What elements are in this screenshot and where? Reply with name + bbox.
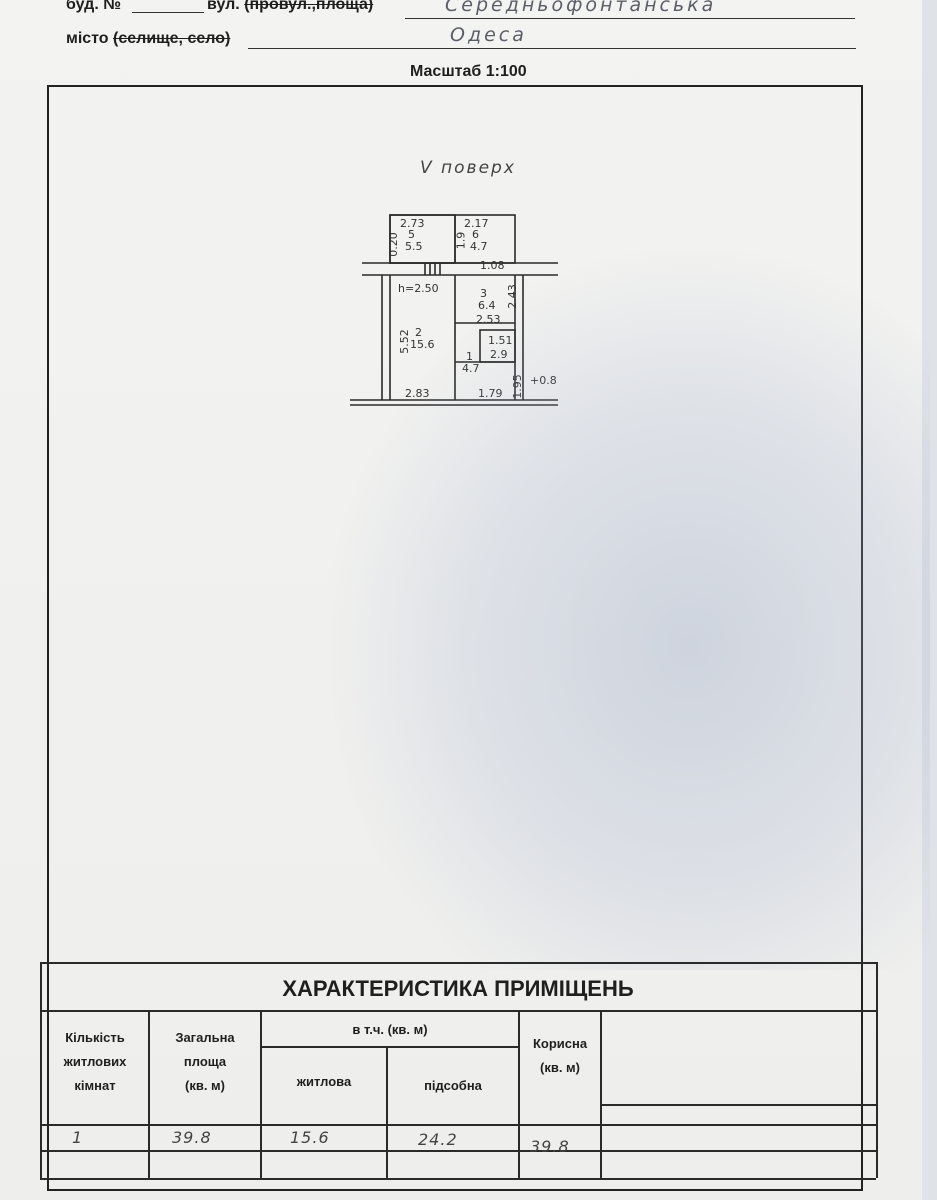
room-6-number: 6 [472, 228, 479, 241]
room-3-area: 6.4 [478, 299, 496, 312]
dim-d3: 2.83 [405, 387, 430, 400]
header-rooms-line3: кімнат [74, 1078, 116, 1093]
room-2-area: 15.6 [410, 338, 435, 351]
room-2-number: 2 [415, 326, 422, 339]
value-total: 39.8 [172, 1128, 212, 1147]
table-line-sub [260, 1046, 518, 1048]
header-including: в т.ч. (кв. м) [352, 1022, 428, 1037]
room-5-number: 5 [408, 228, 415, 241]
header-useful-line1: Корисна [532, 1036, 588, 1051]
table-line-top [40, 962, 876, 964]
floor-plan [350, 214, 558, 406]
street-underline [405, 18, 855, 19]
table-vline-0 [40, 962, 42, 1178]
dim-d6: 1.9 [454, 231, 468, 250]
value-living: 15.6 [290, 1128, 330, 1147]
city-value: Одеса [450, 24, 527, 46]
header-total: Загальна площа (кв. м) [150, 1026, 260, 1098]
header-rooms: Кількість житлових кімнат [42, 1026, 148, 1098]
street-label-prefix: вул. [207, 0, 240, 13]
room-4-area: 2.9 [490, 348, 508, 361]
value-useful: 39.8 [530, 1137, 570, 1156]
value-auxiliary: 24.2 [418, 1130, 458, 1149]
header-rooms-line2: житлових [63, 1054, 127, 1069]
room-3-dim: 2.53 [476, 313, 501, 326]
table-vline-4 [518, 1010, 520, 1178]
value-rooms: 1 [72, 1128, 84, 1147]
room-1-area: 4.7 [462, 362, 480, 375]
header-living: житлова [296, 1074, 352, 1089]
room-1-dim: 1.79 [478, 387, 503, 400]
street-label: вул. (провул.,площа) [207, 0, 373, 14]
table-vline-5 [600, 1010, 602, 1178]
table-line-row [40, 1150, 876, 1152]
dim-d1: 1.08 [480, 259, 505, 272]
table-line-head [40, 1124, 876, 1126]
city-underline [248, 48, 856, 49]
room-5-dim: 2.73 [400, 217, 425, 230]
city-label-prefix: місто [66, 30, 109, 47]
city-label: місто (селище, село) [66, 30, 230, 48]
table-line-right [600, 1104, 876, 1106]
dim-d7: +0.8 [530, 374, 557, 387]
drawing-frame [47, 85, 863, 1191]
room-6-area: 4.7 [470, 240, 488, 253]
table-line-bottom [40, 1178, 876, 1180]
scale-label: Масштаб 1:100 [410, 63, 527, 80]
table-title: ХАРАКТЕРИСТИКА ПРИМІЩЕНЬ [282, 976, 634, 1001]
room-3-number: 3 [480, 287, 487, 300]
room-5-area: 5.5 [405, 240, 423, 253]
room-1-number: 1 [466, 350, 473, 363]
dim-d5: 1.95 [510, 374, 524, 399]
city-label-struck: (селище, село) [113, 30, 231, 47]
header-useful: Корисна (кв. м) [520, 1032, 600, 1080]
table-vline-2 [260, 1010, 262, 1178]
table-line-title [40, 1010, 876, 1012]
header-rooms-line1: Кількість [65, 1030, 125, 1045]
building-label: буд. № [66, 0, 122, 13]
dim-d2: 2.43 [505, 284, 519, 309]
header-useful-line2: (кв. м) [540, 1060, 580, 1075]
dim-d4: 0.20 [386, 232, 400, 257]
page-edge [922, 0, 937, 1200]
header-total-line1: Загальна [175, 1030, 235, 1045]
room-4-dim: 1.51 [488, 334, 513, 347]
table-vline-1 [148, 1010, 150, 1178]
street-value: Середньофонтанська [445, 0, 717, 16]
header-total-line3: (кв. м) [185, 1078, 225, 1093]
header-total-line2: площа [183, 1054, 227, 1069]
street-label-struck: (провул.,площа) [244, 0, 374, 13]
table-vline-3 [386, 1046, 388, 1178]
height-label: h=2.50 [398, 282, 439, 295]
room-6-dim: 2.17 [464, 217, 489, 230]
header-auxiliary: підсобна [424, 1078, 482, 1093]
building-underline [132, 12, 204, 13]
table-vline-6 [876, 962, 878, 1178]
floor-label: V поверх [420, 158, 516, 178]
room-2-dim: 5.52 [397, 329, 411, 354]
